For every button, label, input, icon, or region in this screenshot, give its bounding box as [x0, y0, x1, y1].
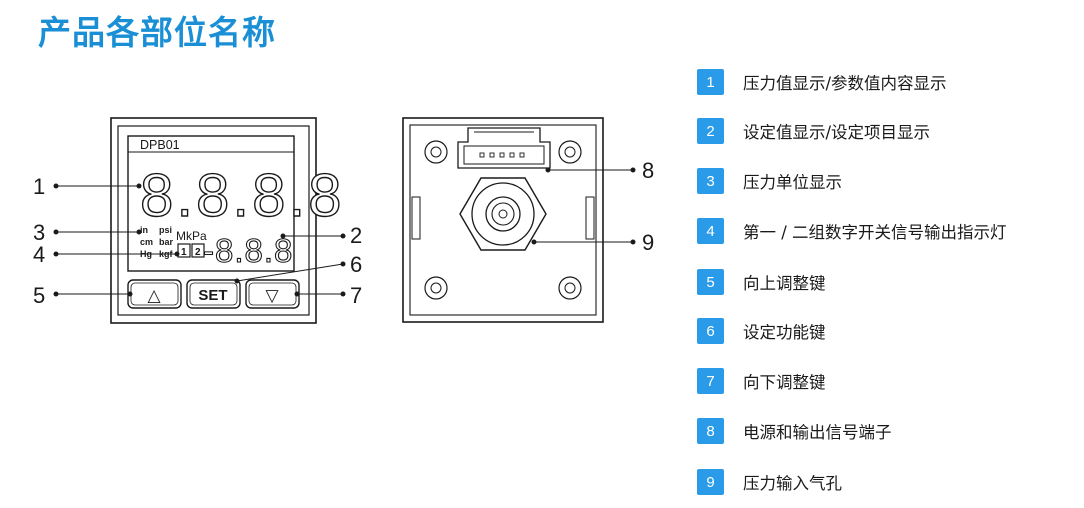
mount-hole-bottom-left [424, 276, 448, 300]
front-housing-inner [117, 125, 310, 316]
indicator-1-label: 1 [181, 247, 187, 258]
callout-6: 6 [350, 252, 362, 277]
page-title: 产品各部位名称 [38, 13, 276, 52]
callout-7: 7 [350, 283, 362, 308]
indicator-1-box [177, 243, 191, 258]
callout-8: 8 [642, 158, 654, 183]
up-arrow-icon: △ [147, 286, 161, 305]
front-view [110, 117, 317, 324]
set-button-label: SET [198, 287, 227, 304]
callout-9: 9 [642, 230, 654, 255]
indicator-2-label: 2 [195, 247, 201, 258]
main-display: 8.8.8.8 [140, 162, 345, 229]
mount-hole-top-right [558, 140, 582, 164]
lcd-window [127, 135, 295, 272]
back-view [402, 117, 604, 323]
connector-inner [463, 145, 545, 165]
unit-psi: psi [159, 225, 172, 235]
unit-in: in [140, 225, 148, 235]
pressure-port-hex [459, 177, 547, 251]
connector-outline [457, 127, 551, 169]
callout-4: 4 [33, 242, 45, 267]
down-arrow-icon: ▽ [265, 286, 279, 305]
up-button[interactable]: △ [127, 279, 182, 309]
indicator-2-box [191, 243, 205, 258]
callout-1: 1 [33, 174, 45, 199]
mount-hole-top-left [424, 140, 448, 164]
sub-display: -8.8.8 [203, 232, 293, 269]
pressure-port-ring [471, 182, 535, 246]
model-label: DPB01 [140, 138, 180, 152]
left-clip [411, 196, 421, 240]
unit-cm: cm [140, 237, 153, 247]
front-housing-outer [110, 117, 317, 324]
unit-mkpa: MkPa [176, 229, 207, 243]
right-clip [585, 196, 595, 240]
pressure-port-hole [498, 209, 508, 219]
unit-bar: bar [159, 237, 174, 247]
callout-5: 5 [33, 283, 45, 308]
callout-3: 3 [33, 220, 45, 245]
back-housing-outer [402, 117, 604, 323]
down-button[interactable]: ▽ [245, 279, 300, 309]
back-housing-inner [409, 124, 597, 316]
set-button[interactable]: SET [186, 279, 241, 309]
callout-leaders [53, 167, 636, 297]
callout-2: 2 [350, 223, 362, 248]
mount-hole-bottom-right [558, 276, 582, 300]
